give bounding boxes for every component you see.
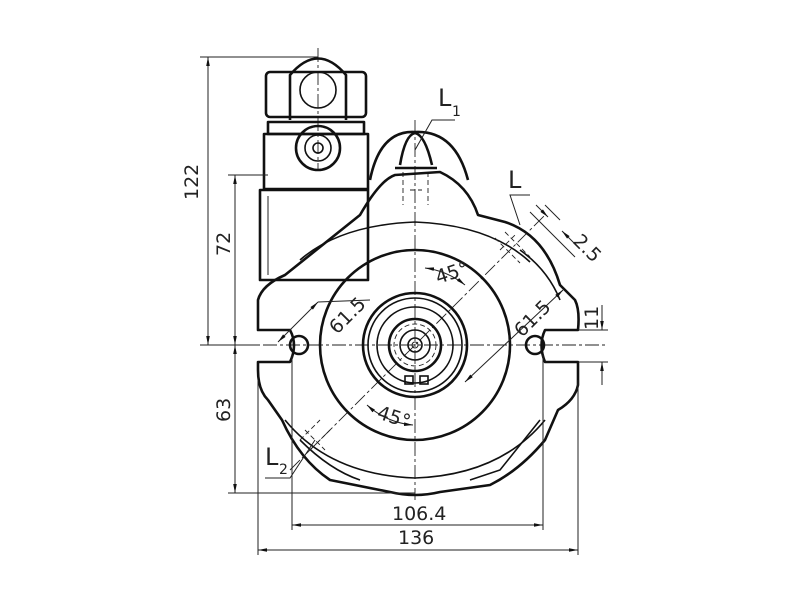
port-l-label: L — [508, 166, 522, 194]
dim-106-4: 106.4 — [392, 503, 446, 525]
dim-63: 63 — [213, 398, 235, 422]
dim-11: 11 — [581, 306, 603, 330]
port-l1-subscript: 1 — [452, 104, 461, 120]
angle-45-lower: 45° — [374, 402, 413, 433]
port-labels: L 1 L L 2 — [265, 84, 522, 478]
port-l1-label: L — [438, 84, 452, 112]
port-l2-label: L — [265, 443, 279, 471]
dim-72: 72 — [213, 232, 235, 256]
dim-136: 136 — [398, 527, 434, 549]
dim-122: 122 — [181, 164, 203, 200]
port-l2-subscript: 2 — [279, 462, 288, 478]
port-l-detail — [299, 231, 531, 451]
solenoid-valve — [258, 57, 370, 282]
dim-2-5: 2.5 — [568, 230, 605, 267]
dimension-lines — [200, 56, 608, 555]
angle-45-upper: 45° — [433, 257, 472, 288]
top-boss — [368, 130, 470, 205]
